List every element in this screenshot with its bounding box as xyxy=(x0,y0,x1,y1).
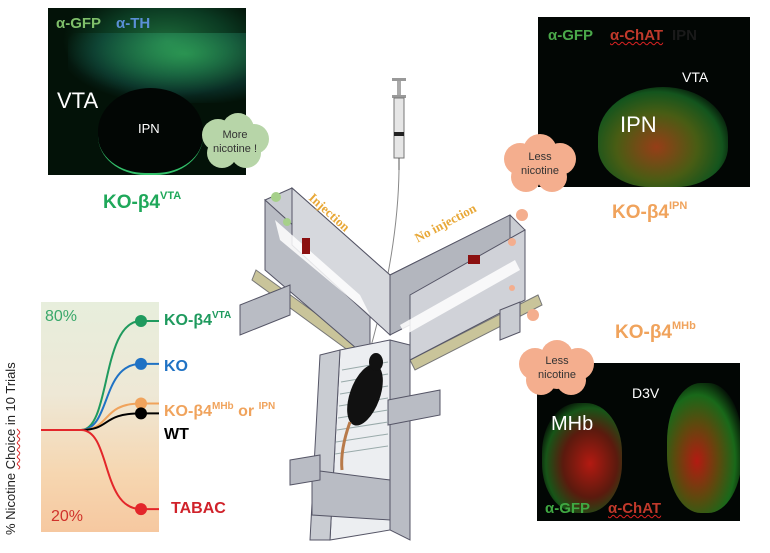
stain-gfp-label: α-GFP xyxy=(545,500,591,517)
dot-salmon xyxy=(516,209,528,221)
more-nicotine-cloud: More nicotine ! xyxy=(198,113,272,171)
y-top-label: 80% xyxy=(45,308,78,325)
cloud-shape-icon xyxy=(202,113,269,168)
mhb-right-tissue xyxy=(667,383,740,513)
maze-arm-injection xyxy=(264,186,391,362)
less-nicotine-text: Less nicotine xyxy=(521,151,559,177)
series-line-1 xyxy=(41,362,142,431)
door-right xyxy=(499,301,521,341)
region-ipn-label: IPN xyxy=(138,121,160,136)
wall-left xyxy=(239,284,291,336)
region-mhb-label: MHb xyxy=(551,413,594,435)
legend-ko-b4-mhb-or-ipn: KO-β4MHb or IPN xyxy=(164,401,276,420)
ipn-tissue-overlay xyxy=(598,87,728,187)
dot-green xyxy=(283,218,291,226)
vta-micrograph: α-GFP α-TH VTA IPN xyxy=(48,8,246,175)
mhb-left-tissue xyxy=(542,403,622,513)
less-nicotine-text: Less nicotine xyxy=(538,355,576,381)
cloud-shape-icon xyxy=(519,340,594,395)
cloud-shape-icon xyxy=(504,134,576,192)
syringe-icon xyxy=(369,78,406,351)
chart-ylabel: % Nicotine Choice in 10 Trials xyxy=(3,362,18,535)
series-line-4 xyxy=(41,429,142,511)
series-endpoint-2 xyxy=(135,397,147,410)
stain-gfp-label: α-GFP xyxy=(548,27,594,44)
chart-svg xyxy=(41,315,159,516)
region-vta-label: VTA xyxy=(682,69,709,85)
region-vta-label: VTA xyxy=(57,88,99,113)
legend-ko-b4-vta: KO-β4VTA xyxy=(164,310,232,329)
maze-arm-no-injection xyxy=(389,214,526,361)
genotype-ko-b4-vta: KO-β4VTA xyxy=(103,190,182,213)
stain-chat-label: α-ChAT xyxy=(610,27,664,44)
mhb-micrograph: D3V MHb α-GFP α-ChAT xyxy=(537,363,740,521)
y-maze-illustration xyxy=(239,78,543,541)
mouse-icon xyxy=(340,353,383,471)
stain-th-label: α-TH xyxy=(116,15,151,32)
series-endpoint-0 xyxy=(135,315,147,327)
series-endpoint-3 xyxy=(135,407,147,420)
stain-cut-label: IPN xyxy=(672,27,698,44)
dot-salmon xyxy=(527,309,539,321)
legend-ko: KO xyxy=(164,358,188,375)
genotype-ko-b4-ipn: KO-β4IPN xyxy=(612,200,688,223)
stain-gfp-label: α-GFP xyxy=(56,15,102,32)
less-nicotine-cloud-mhb: Less nicotine xyxy=(515,340,599,398)
legend-wt: WT xyxy=(164,426,189,443)
region-ipn-label: IPN xyxy=(620,112,657,137)
less-nicotine-cloud-ipn: Less nicotine xyxy=(500,133,580,195)
region-d3v-label: D3V xyxy=(632,385,660,401)
stain-chat-label: α-ChAT xyxy=(608,500,662,517)
tubing-line xyxy=(369,169,400,351)
dot-salmon xyxy=(509,285,515,291)
more-nicotine-text: More nicotine ! xyxy=(212,129,258,155)
genotype-ko-b4-mhb: KO-β4MHb xyxy=(615,320,696,343)
dot-salmon xyxy=(508,238,516,246)
series-endpoint-4 xyxy=(135,503,147,516)
ipn-dark-region xyxy=(98,88,203,175)
legend-tabac: TABAC xyxy=(171,500,226,517)
dot-green xyxy=(271,192,281,202)
series-endpoint-1 xyxy=(135,357,147,370)
y-bottom-label: 20% xyxy=(51,508,84,525)
